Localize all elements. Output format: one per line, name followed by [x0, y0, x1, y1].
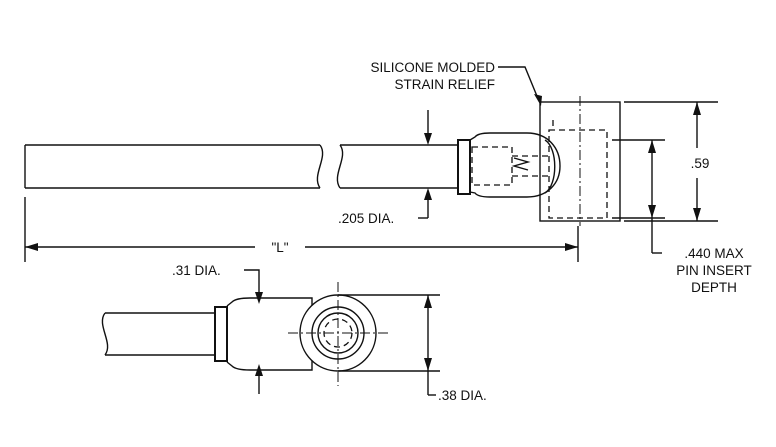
- end-view-cable: [101, 312, 215, 356]
- height-label: .59: [691, 156, 710, 171]
- end-view: .31 DIA. .38 DIA.: [101, 263, 487, 403]
- insert-dia-dimension: [424, 295, 436, 396]
- pin-depth-label-line2: PIN INSERT: [676, 263, 752, 278]
- strain-relief-leader: [498, 66, 542, 106]
- internal-crimp-hidden: [471, 146, 550, 186]
- boot-dia-label: .31 DIA.: [172, 263, 221, 278]
- cable-left-segment: [24, 144, 324, 189]
- strain-relief-boot: [457, 132, 561, 198]
- cable-dia-dimension: [418, 110, 432, 219]
- length-label: "L": [271, 240, 288, 255]
- insert-dia-label: .38 DIA.: [438, 388, 487, 403]
- pin-depth-dimension: [612, 139, 665, 254]
- strain-relief-label-line2: STRAIN RELIEF: [394, 77, 495, 92]
- end-view-centerlines: [288, 282, 390, 386]
- boot-dia-dimension: [244, 269, 263, 394]
- length-dimension: [24, 197, 579, 262]
- pin-depth-label-line1: .440 MAX: [684, 246, 743, 261]
- end-view-boot: [214, 297, 313, 371]
- side-view: SILICONE MOLDED STRAIN RELIEF .205 DIA. …: [24, 60, 752, 295]
- strain-relief-label-line1: SILICONE MOLDED: [370, 60, 495, 75]
- cable-dia-label: .205 DIA.: [338, 211, 394, 226]
- pin-depth-label-line3: DEPTH: [691, 280, 737, 295]
- height-dimension: [624, 101, 718, 222]
- cable-right-segment: [336, 144, 458, 189]
